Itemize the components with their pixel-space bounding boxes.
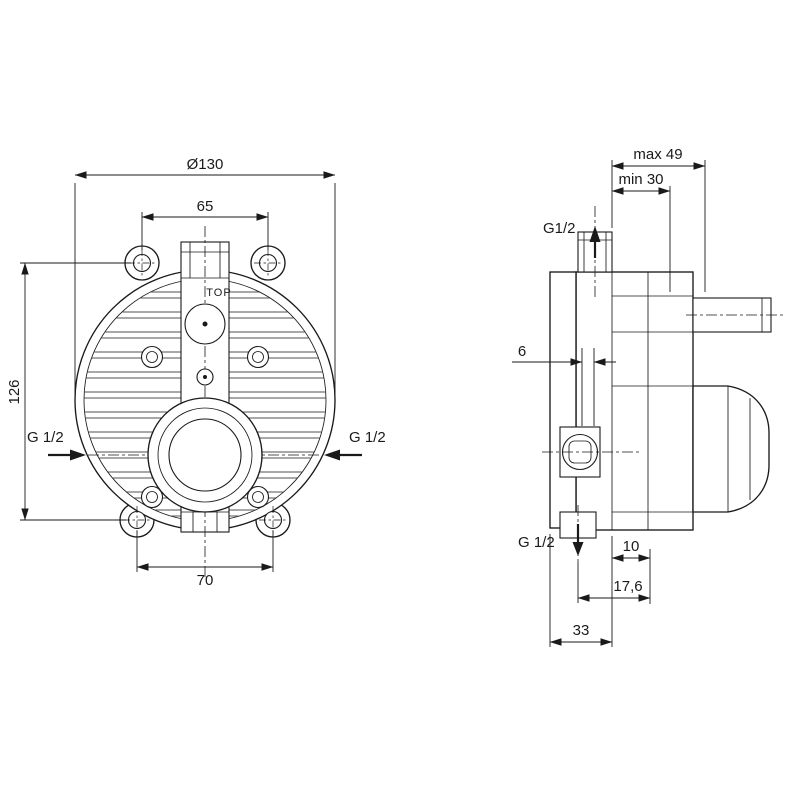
screw-bottom-left bbox=[140, 485, 164, 509]
dim-diameter-label: Ø130 bbox=[187, 156, 224, 173]
port-bottom: G 1/2 bbox=[518, 524, 584, 556]
dim-diameter: Ø130 bbox=[74, 156, 336, 396]
dim-depth-max-label: max 49 bbox=[633, 146, 682, 163]
dim-depth-min: min 30 bbox=[611, 171, 671, 292]
dim-hole-spacing-top: 65 bbox=[141, 198, 269, 250]
dim-step: 6 bbox=[512, 343, 616, 426]
dim-depth-min-label: min 30 bbox=[618, 171, 663, 188]
dim-hole-spacing-top-label: 65 bbox=[197, 198, 214, 215]
dim-bottom-offset-label: 10 bbox=[623, 538, 640, 555]
dim-body-height: 126 bbox=[6, 262, 131, 521]
dim-flange-depth-label: 33 bbox=[573, 622, 590, 639]
side-port-boss bbox=[542, 426, 640, 478]
wall-flange bbox=[549, 271, 577, 529]
dim-step-label: 6 bbox=[518, 343, 526, 360]
side-view: max 49 min 30 G1/2 6 G 1/2 bbox=[512, 146, 784, 647]
port-top: G1/2 bbox=[543, 220, 601, 258]
screw-top-left bbox=[140, 345, 164, 369]
top-marking: TOP bbox=[206, 287, 231, 299]
screw-bottom-right bbox=[246, 485, 270, 509]
dim-hole-spacing-bottom-label: 70 bbox=[197, 572, 214, 589]
screw-top-right bbox=[246, 345, 270, 369]
small-port-circle bbox=[196, 368, 214, 386]
dim-body-height-label: 126 bbox=[6, 379, 23, 404]
dim-hole-spacing-bottom: 70 bbox=[136, 531, 274, 589]
port-label-right: G 1/2 bbox=[349, 429, 386, 446]
port-left: G 1/2 bbox=[27, 429, 86, 461]
flow-arrow-down-icon bbox=[572, 524, 584, 556]
outlet-pipe bbox=[686, 297, 784, 333]
dim-flange-depth: 33 bbox=[549, 534, 613, 647]
dim-depth-max: max 49 bbox=[611, 146, 706, 292]
nose-cone bbox=[692, 385, 770, 513]
dim-bottom-depth: 17,6 bbox=[577, 562, 651, 603]
side-body-internal-lines bbox=[611, 272, 693, 530]
flow-arrow-left-icon bbox=[48, 449, 86, 461]
dim-bottom-depth-label: 17,6 bbox=[613, 578, 642, 595]
port-label-top: G1/2 bbox=[543, 220, 576, 237]
mounting-holes bbox=[123, 249, 287, 534]
flow-arrow-right-icon bbox=[324, 449, 362, 461]
port-right: G 1/2 bbox=[324, 429, 386, 461]
inspection-circle bbox=[184, 303, 226, 345]
port-label-bottom: G 1/2 bbox=[518, 534, 555, 551]
port-label-left: G 1/2 bbox=[27, 429, 64, 446]
front-view: TOP bbox=[6, 156, 386, 589]
central-outlet bbox=[147, 397, 263, 513]
flow-arrow-up-icon bbox=[589, 226, 601, 258]
